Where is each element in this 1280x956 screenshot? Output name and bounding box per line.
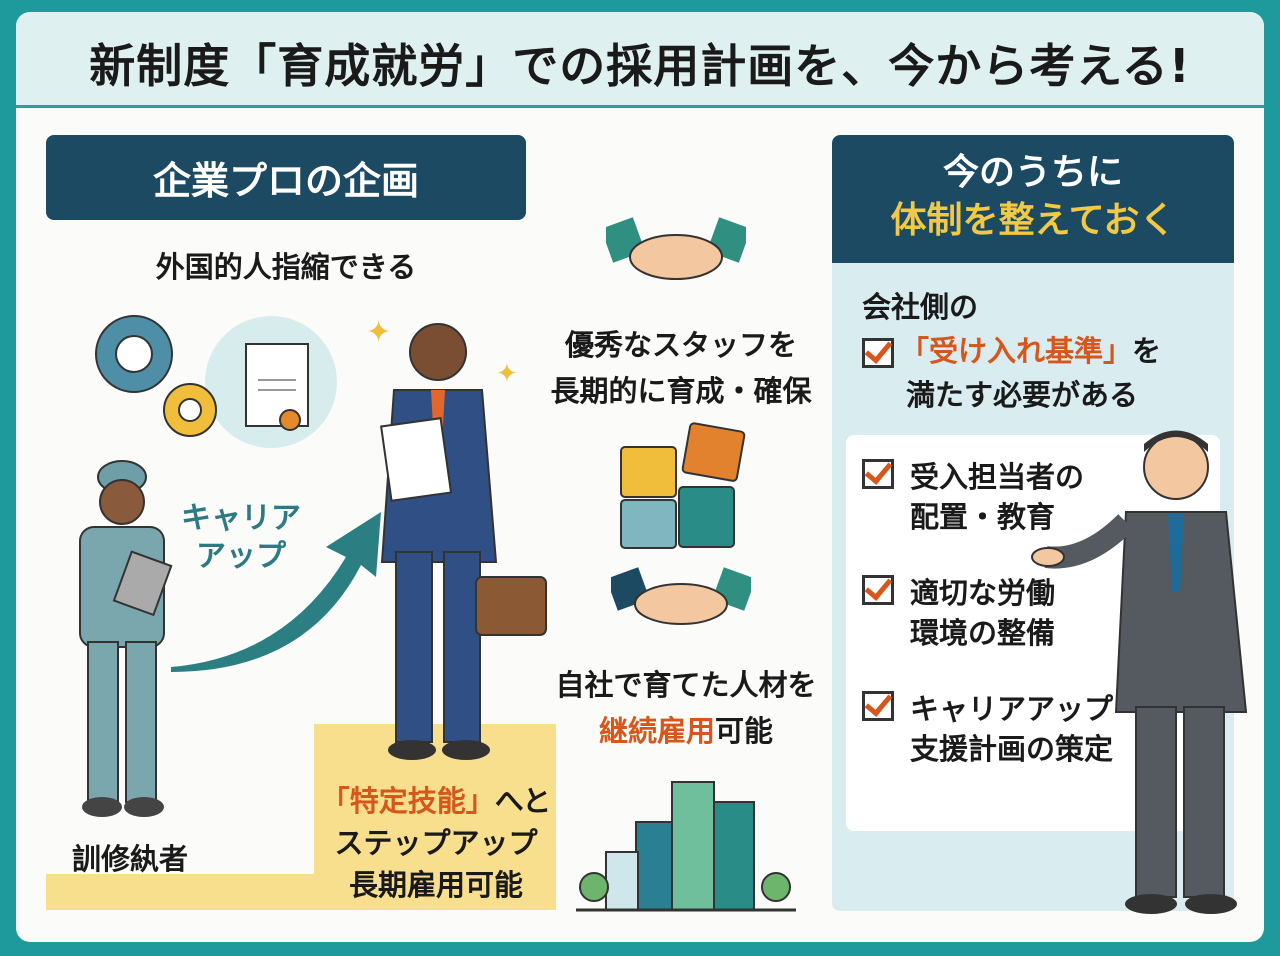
title-bar: 新制度「育成就労」での採用計画を、今から考える!	[16, 12, 1264, 108]
item-line2: 配置・教育	[910, 500, 1056, 534]
city-buildings-icon	[576, 781, 796, 912]
checkbox-icon	[862, 338, 894, 368]
right-intro-after: を	[1132, 334, 1162, 368]
middle-block2-highlight: 継続雇用	[598, 714, 715, 748]
middle-block1-line2: 長期的に育成・確保	[550, 374, 812, 408]
step-upper	[314, 724, 556, 910]
checklist-item: キャリアアップ支援計画の策定	[862, 689, 1113, 769]
middle-block2: 自社で育てた人材を 継続雇用可能	[526, 662, 846, 754]
checklist-item: 受入担当者の配置・教育	[862, 457, 1084, 537]
career-up-line2: アップ	[196, 539, 286, 574]
page-title: 新制度「育成就労」での採用計画を、今から考える!	[89, 39, 1191, 93]
right-intro-line3: 満たす必要がある	[906, 378, 1139, 412]
svg-text:✦: ✦	[496, 359, 518, 389]
step-line2: ステップアップ	[334, 826, 538, 860]
step-line3: 長期雇用可能	[348, 868, 523, 902]
businessman-illustration: ✦ ✦	[366, 315, 547, 760]
middle-block2-line1: 自社で育てた人材を	[555, 668, 817, 702]
trainee-worker-illustration	[79, 460, 173, 817]
item-line2: 支援計画の策定	[910, 732, 1114, 766]
right-header-line1: 今のうちに	[942, 152, 1123, 193]
svg-text:✦: ✦	[366, 315, 391, 350]
infographic-card: 新制度「育成就労」での採用計画を、今から考える! 企業プロの企画 外国的人指縮で…	[16, 12, 1264, 942]
career-up-label: キャリア アップ	[181, 500, 301, 576]
step-highlight: 「特定技能」	[320, 784, 495, 818]
career-up-arrow-icon	[171, 512, 381, 672]
career-up-line1: キャリア	[181, 501, 301, 536]
right-header-line2: 体制を整えておく	[890, 200, 1176, 241]
item-line1: キャリアアップ	[910, 692, 1114, 726]
checkbox-icon	[862, 691, 894, 721]
middle-block1-line1: 優秀なスタッフを	[564, 328, 797, 362]
step-after: へと	[494, 784, 552, 818]
right-intro-line1: 会社側の	[862, 290, 979, 324]
right-intro-highlight: 「受け入れ基準」	[900, 334, 1133, 368]
gears-certificate-icon	[95, 315, 337, 448]
presenter-businessman-illustration	[1031, 430, 1248, 914]
item-line2: 環境の整備	[910, 616, 1056, 650]
right-intro: 会社側の 「受け入れ基準」を 満たす必要がある	[862, 285, 1161, 417]
right-header: 今のうちに 体制を整えておく	[832, 135, 1234, 263]
middle-block1: 優秀なスタッフを 長期的に育成・確保	[526, 322, 836, 414]
trainee-label: 訓修紈者	[50, 836, 210, 876]
left-header: 企業プロの企画	[46, 135, 526, 220]
item-line1: 受入担当者の	[910, 460, 1085, 494]
step-text: 「特定技能」へと ステップアップ 長期雇用可能	[306, 780, 566, 906]
handshake-icon-2	[611, 567, 751, 625]
middle-block2-after: 可能	[715, 714, 774, 748]
puzzle-icon	[620, 422, 746, 549]
item-line1: 適切な労働	[910, 576, 1056, 610]
checklist-item: 適切な労働環境の整備	[862, 573, 1055, 653]
checkbox-icon	[862, 459, 894, 489]
checkbox-icon	[862, 575, 894, 605]
handshake-icon	[606, 217, 746, 280]
left-subtitle: 外国的人指縮できる	[155, 250, 417, 284]
